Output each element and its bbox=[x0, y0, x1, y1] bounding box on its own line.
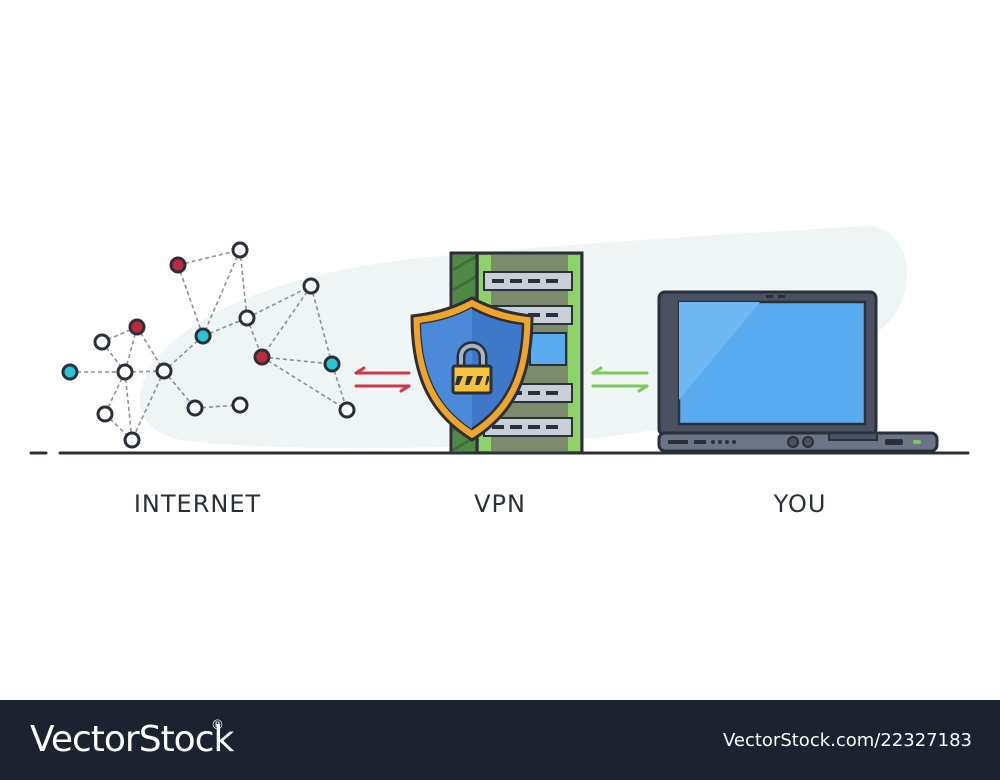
network-nodes bbox=[61, 241, 356, 449]
registered-mark: ® bbox=[211, 718, 224, 733]
node bbox=[253, 348, 271, 366]
node bbox=[231, 396, 249, 414]
node bbox=[302, 277, 320, 295]
node bbox=[96, 405, 114, 423]
laptop-icon bbox=[657, 290, 939, 453]
you-label: YOU bbox=[773, 490, 827, 518]
vpn-label: VPN bbox=[474, 490, 526, 518]
node bbox=[323, 355, 341, 373]
arrows-icon-green bbox=[591, 366, 649, 393]
node bbox=[93, 333, 111, 351]
node bbox=[123, 431, 141, 449]
node bbox=[116, 363, 134, 381]
vpn-diagram bbox=[29, 226, 970, 455]
node bbox=[128, 318, 146, 336]
arrows-icon-red bbox=[354, 366, 411, 393]
node bbox=[169, 256, 187, 274]
node bbox=[61, 363, 79, 381]
node bbox=[231, 241, 249, 259]
node bbox=[186, 399, 204, 417]
node bbox=[155, 362, 173, 380]
node bbox=[238, 309, 256, 327]
internet-label: INTERNET bbox=[133, 490, 262, 518]
shield-lock-icon bbox=[410, 296, 534, 442]
footer-bar: VectorStock ® VectorStock.com/22327183 bbox=[0, 700, 1000, 780]
brand-logo: VectorStock bbox=[30, 719, 234, 760]
stock-id-link[interactable]: VectorStock.com/22327183 bbox=[722, 730, 972, 751]
node bbox=[338, 401, 356, 419]
node bbox=[194, 327, 212, 345]
